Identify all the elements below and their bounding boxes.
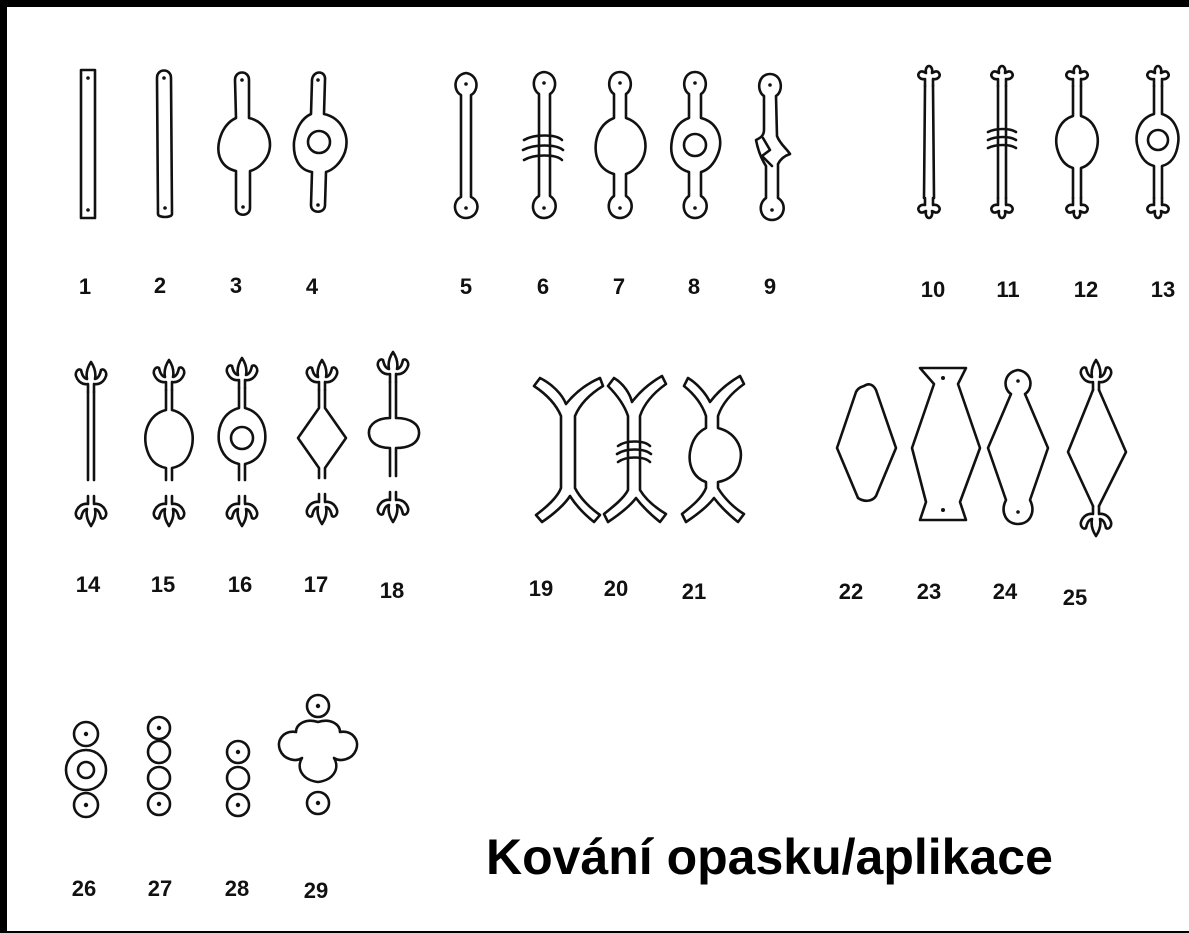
- label-18: 18: [379, 578, 405, 603]
- fitting-28: [225, 739, 251, 818]
- fitting-13: [1135, 64, 1180, 220]
- label-1: 1: [78, 274, 92, 299]
- fitting-27: [146, 715, 172, 817]
- label-12: 12: [1073, 277, 1099, 302]
- label-13: 13: [1150, 277, 1176, 302]
- label-15: 15: [150, 572, 176, 597]
- fitting-17: [296, 358, 348, 526]
- label-17: 17: [303, 572, 329, 597]
- label-6: 6: [536, 274, 550, 299]
- label-4: 4: [305, 274, 319, 299]
- fitting-23: [910, 366, 982, 522]
- label-10: 10: [920, 277, 946, 302]
- fitting-16: [217, 356, 267, 528]
- fitting-11: [986, 64, 1018, 220]
- label-11: 11: [996, 277, 1020, 302]
- label-7: 7: [612, 274, 626, 299]
- label-24: 24: [992, 579, 1018, 604]
- fitting-21: [680, 374, 746, 524]
- fitting-1: [79, 68, 97, 220]
- label-20: 20: [603, 576, 629, 601]
- fitting-22: [835, 383, 898, 503]
- figure-caption: Kování opasku/aplikace: [486, 829, 1053, 885]
- fitting-29: [277, 693, 359, 816]
- fitting-5: [453, 71, 479, 220]
- fitting-6: [521, 70, 565, 220]
- label-25: 25: [1062, 585, 1088, 610]
- fitting-19: [532, 376, 605, 524]
- label-19: 19: [528, 576, 554, 601]
- fitting-3: [217, 71, 272, 217]
- label-5: 5: [459, 274, 473, 299]
- fitting-12: [1054, 64, 1100, 220]
- label-16: 16: [227, 572, 253, 597]
- label-3: 3: [229, 273, 243, 298]
- fitting-14: [74, 360, 108, 528]
- fitting-15: [144, 358, 194, 528]
- fitting-4: [292, 71, 348, 214]
- fitting-20: [602, 374, 668, 524]
- fitting-26: [64, 720, 108, 819]
- label-9: 9: [763, 274, 777, 299]
- label-14: 14: [75, 572, 101, 597]
- fitting-25: [1066, 358, 1128, 538]
- label-27: 27: [147, 876, 173, 901]
- fitting-2: [155, 69, 174, 219]
- fitting-24: [986, 368, 1050, 526]
- fitting-7: [594, 70, 647, 220]
- label-29: 29: [303, 878, 329, 903]
- label-22: 22: [838, 579, 864, 604]
- fitting-9: [754, 72, 792, 222]
- label-23: 23: [916, 579, 942, 604]
- label-8: 8: [687, 274, 701, 299]
- label-2: 2: [153, 273, 167, 298]
- label-28: 28: [224, 876, 250, 901]
- fitting-8: [669, 70, 722, 220]
- fitting-10: [917, 64, 941, 220]
- label-26: 26: [71, 876, 97, 901]
- label-21: 21: [681, 579, 707, 604]
- fitting-18: [367, 350, 421, 524]
